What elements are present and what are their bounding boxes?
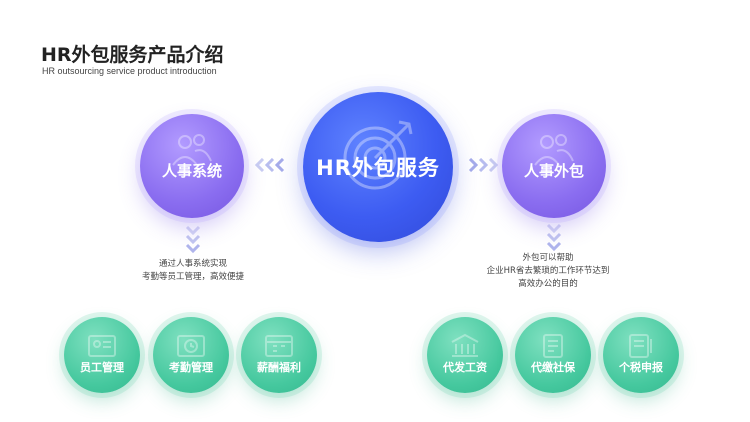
hr-outsourcing-description: 外包可以帮助 企业HR省去繁琐的工作环节达到 高效办公的目的 <box>478 252 618 291</box>
item-label: 薪酬福利 <box>257 361 301 374</box>
left-arrows-icon <box>254 158 285 172</box>
description-line: 通过人事系统实现 <box>158 259 227 269</box>
people-icon <box>172 134 212 167</box>
description-line: 考勤等员工管理，高效便捷 <box>141 272 244 282</box>
description-line: 外包可以帮助 <box>522 253 574 263</box>
center-label: HR外包服务 <box>316 156 440 180</box>
payroll-node: 代发工资 <box>427 317 503 393</box>
description-line: 高效办公的目的 <box>518 279 578 289</box>
document-icon <box>543 333 563 358</box>
calendar-icon <box>265 334 293 357</box>
form-icon <box>629 333 652 358</box>
employee-management-node: 员工管理 <box>64 317 140 393</box>
id-card-icon <box>88 334 116 357</box>
item-label: 考勤管理 <box>169 361 213 374</box>
hr-system-label: 人事系统 <box>161 161 222 180</box>
hr-outsourcing-label: 人事外包 <box>523 161 584 180</box>
right-arrows-icon <box>468 158 499 172</box>
tax-declaration-node: 个税申报 <box>603 317 679 393</box>
hr-outsourcing-service-node: HR外包服务 <box>303 92 453 242</box>
clock-icon <box>177 334 205 357</box>
attendance-management-node: 考勤管理 <box>153 317 229 393</box>
item-label: 员工管理 <box>80 361 124 374</box>
hr-system-node: 人事系统 <box>140 114 244 218</box>
description-line: 企业HR省去繁琐的工作环节达到 <box>486 266 610 276</box>
item-label: 个税申报 <box>619 361 663 374</box>
hr-outsourcing-node: 人事外包 <box>502 114 606 218</box>
page-subtitle: HR outsourcing service product introduct… <box>42 66 217 76</box>
down-arrows-icon <box>546 223 562 252</box>
down-arrows-icon <box>185 225 201 254</box>
hr-system-description: 通过人事系统实现 考勤等员工管理，高效便捷 <box>128 258 258 284</box>
building-icon <box>451 333 479 357</box>
social-insurance-node: 代缴社保 <box>515 317 591 393</box>
people-icon <box>534 134 574 167</box>
item-label: 代缴社保 <box>531 361 575 374</box>
item-label: 代发工资 <box>443 361 487 374</box>
target-icon <box>343 120 413 190</box>
salary-benefits-node: 薪酬福利 <box>241 317 317 393</box>
page-title: HR外包服务产品介绍 <box>41 44 224 66</box>
